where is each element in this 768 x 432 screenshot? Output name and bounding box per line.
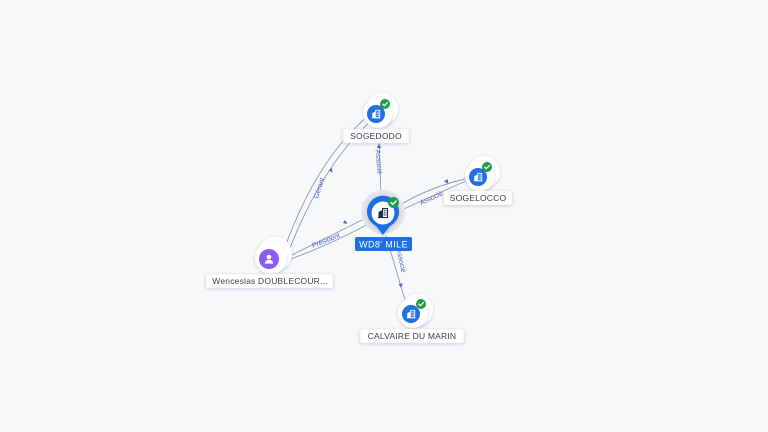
arrow-icon bbox=[376, 143, 382, 148]
node-calvaire-du-marin[interactable]: CALVAIRE DU MARIN bbox=[359, 294, 465, 344]
edge-label-center-sogedodo: Associé bbox=[374, 150, 383, 175]
edge-label-person-center: Président bbox=[311, 232, 341, 250]
node-label-person: Wenceslas DOUBLECOUR... bbox=[212, 276, 327, 286]
node-label-sogedodo: SOGEDODO bbox=[350, 131, 402, 141]
node-sogelocco[interactable]: SOGELOCCO bbox=[443, 156, 513, 206]
edge-center-sogedodo: Associé bbox=[374, 133, 383, 198]
node-label-sogelocco: SOGELOCCO bbox=[450, 193, 507, 203]
node-center[interactable]: WD8' MILE bbox=[355, 190, 412, 251]
arrow-icon bbox=[444, 179, 449, 184]
center-label-badge bbox=[355, 237, 412, 251]
verified-check-icon bbox=[416, 299, 426, 309]
verified-check-icon bbox=[388, 197, 399, 208]
node-label-calvaire-du-marin: CALVAIRE DU MARIN bbox=[368, 331, 457, 341]
arrow-icon bbox=[328, 168, 333, 173]
arrow-icon bbox=[398, 283, 403, 288]
arrow-icon bbox=[343, 220, 348, 224]
verified-check-icon bbox=[482, 162, 492, 172]
node-sogedodo[interactable]: SOGEDODO bbox=[342, 93, 410, 144]
edge-label-center-calvaire: Associé bbox=[395, 248, 407, 274]
node-label-center: WD8' MILE bbox=[359, 240, 408, 250]
node-person[interactable]: Wenceslas DOUBLECOUR... bbox=[205, 237, 334, 289]
verified-check-icon bbox=[380, 99, 390, 109]
